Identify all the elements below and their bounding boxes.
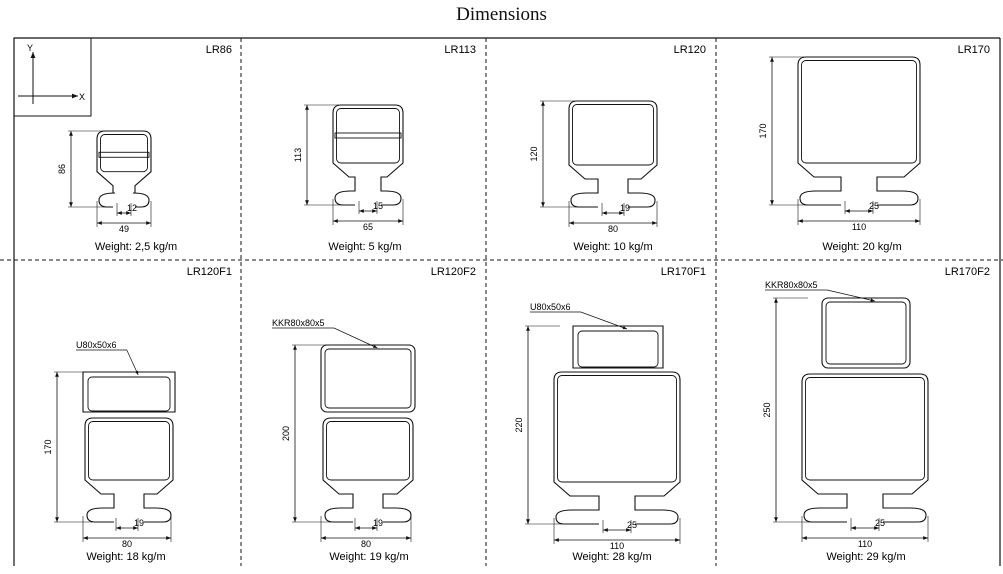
profile-name-lr170f2: LR170F2 [945, 266, 990, 278]
profile-name-lr170: LR170 [958, 44, 990, 56]
profile-lr170 [769, 56, 921, 225]
weight-label-lr113: Weight: 5 kg/m [328, 241, 401, 253]
weight-label-lr86: Weight: 2,5 kg/m [95, 241, 177, 253]
addon-label-lr120f1: U80x50x6 [76, 340, 117, 350]
profile-name-lr113: LR113 [444, 44, 476, 56]
profile-name-lr120: LR120 [674, 44, 706, 56]
gap-dimension-lr86: 12 [127, 203, 137, 213]
profile-name-lr86: LR86 [206, 44, 232, 56]
width-dimension-lr120: 80 [608, 224, 618, 234]
addon-label-lr170f2: KKR80x80x5 [765, 280, 818, 290]
profile-lr113 [304, 104, 404, 225]
grid-frame [0, 37, 1003, 566]
height-dimension-lr170f2: 250 [762, 402, 772, 417]
width-dimension-lr120f2: 80 [361, 539, 371, 549]
profile-name-lr120f1: LR120F1 [187, 266, 232, 278]
gap-dimension-lr170: 25 [869, 201, 879, 211]
profile-lr120f1 [54, 349, 176, 542]
profile-lr86 [68, 130, 152, 227]
height-dimension-lr113: 113 [293, 148, 303, 162]
profile-lr170f2 [765, 289, 929, 542]
gap-dimension-lr170f2: 25 [875, 518, 885, 528]
height-dimension-lr120: 120 [529, 146, 539, 161]
x-axis-label: X [79, 92, 85, 102]
width-dimension-lr170f2: 110 [858, 539, 872, 549]
profile-lr120f2 [272, 327, 416, 542]
weight-label-lr170: Weight: 20 kg/m [822, 241, 901, 253]
height-dimension-lr170f1: 220 [514, 417, 524, 432]
width-dimension-lr86: 49 [119, 224, 129, 234]
profile-drawings [54, 56, 929, 544]
width-dimension-lr113: 65 [363, 222, 373, 232]
profile-name-lr170f1: LR170F1 [661, 266, 706, 278]
height-dimension-lr120f2: 200 [281, 426, 291, 441]
width-dimension-lr120f1: 80 [122, 539, 132, 549]
weight-label-lr120f2: Weight: 19 kg/m [329, 551, 408, 563]
page-title: Dimensions [456, 4, 547, 25]
profile-lr170f1 [525, 311, 681, 544]
gap-dimension-lr120: 19 [620, 203, 630, 213]
height-dimension-lr170: 170 [758, 123, 768, 138]
weight-label-lr170f2: Weight: 29 kg/m [826, 551, 905, 563]
width-dimension-lr170: 110 [852, 222, 866, 232]
axes-legend: Y X [13, 37, 92, 117]
gap-dimension-lr170f1: 25 [627, 520, 637, 530]
addon-label-lr170f1: U80x50x6 [530, 302, 571, 312]
width-dimension-lr170f1: 110 [610, 541, 624, 551]
gap-dimension-lr120f1: 19 [134, 518, 144, 528]
weight-label-lr120f1: Weight: 18 kg/m [86, 551, 165, 563]
y-axis-label: Y [27, 43, 33, 53]
weight-label-lr170f1: Weight: 28 kg/m [572, 551, 651, 563]
height-dimension-lr86: 86 [57, 164, 67, 174]
gap-dimension-lr113: 15 [373, 201, 383, 211]
gap-dimension-lr120f2: 19 [373, 518, 383, 528]
addon-label-lr120f2: KKR80x80x5 [272, 318, 325, 328]
profile-lr120 [540, 100, 658, 227]
height-dimension-lr120f1: 170 [43, 439, 53, 454]
profile-name-lr120f2: LR120F2 [431, 266, 476, 278]
weight-label-lr120: Weight: 10 kg/m [573, 241, 652, 253]
